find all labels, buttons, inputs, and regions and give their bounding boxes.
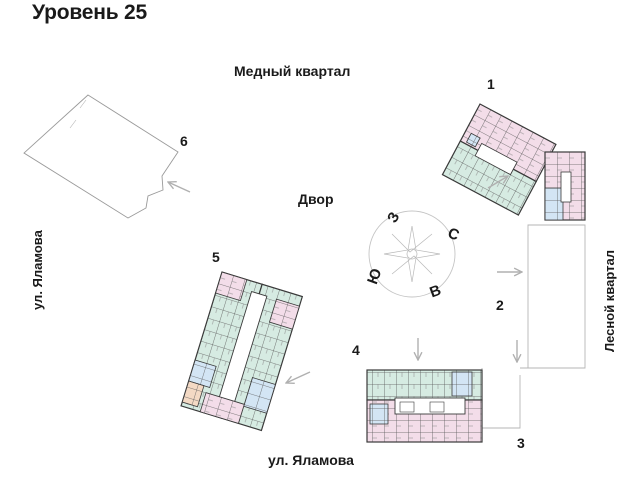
section-4-plan <box>366 369 483 443</box>
section-1-plan-wing <box>544 151 586 221</box>
section-2-3-outline <box>481 224 586 429</box>
direction-arrows <box>168 176 522 383</box>
section-1-number: 1 <box>487 76 495 92</box>
page-title: Уровень 25 <box>32 1 148 24</box>
arrow-to-section-1 <box>487 176 508 189</box>
north-street-label: Медный квартал <box>234 63 351 79</box>
section-6-number: 6 <box>180 133 188 149</box>
section-5-number: 5 <box>212 249 220 265</box>
section-3-number: 3 <box>517 435 525 451</box>
south-street-label: ул. Яламова <box>268 452 354 468</box>
west-street-label: ул. Яламова <box>30 230 45 310</box>
east-street-label: Лесной квартал <box>602 250 617 352</box>
compass <box>368 210 456 298</box>
arrow-to-section-6 <box>168 182 191 193</box>
section-4-number: 4 <box>352 342 360 358</box>
section-1-plan <box>441 103 557 216</box>
section-5-plan <box>180 271 304 432</box>
section-6-outline <box>23 94 179 219</box>
courtyard-label: Двор <box>298 191 334 207</box>
arrow-to-section-5 <box>286 371 311 383</box>
section-2-number: 2 <box>496 297 504 313</box>
